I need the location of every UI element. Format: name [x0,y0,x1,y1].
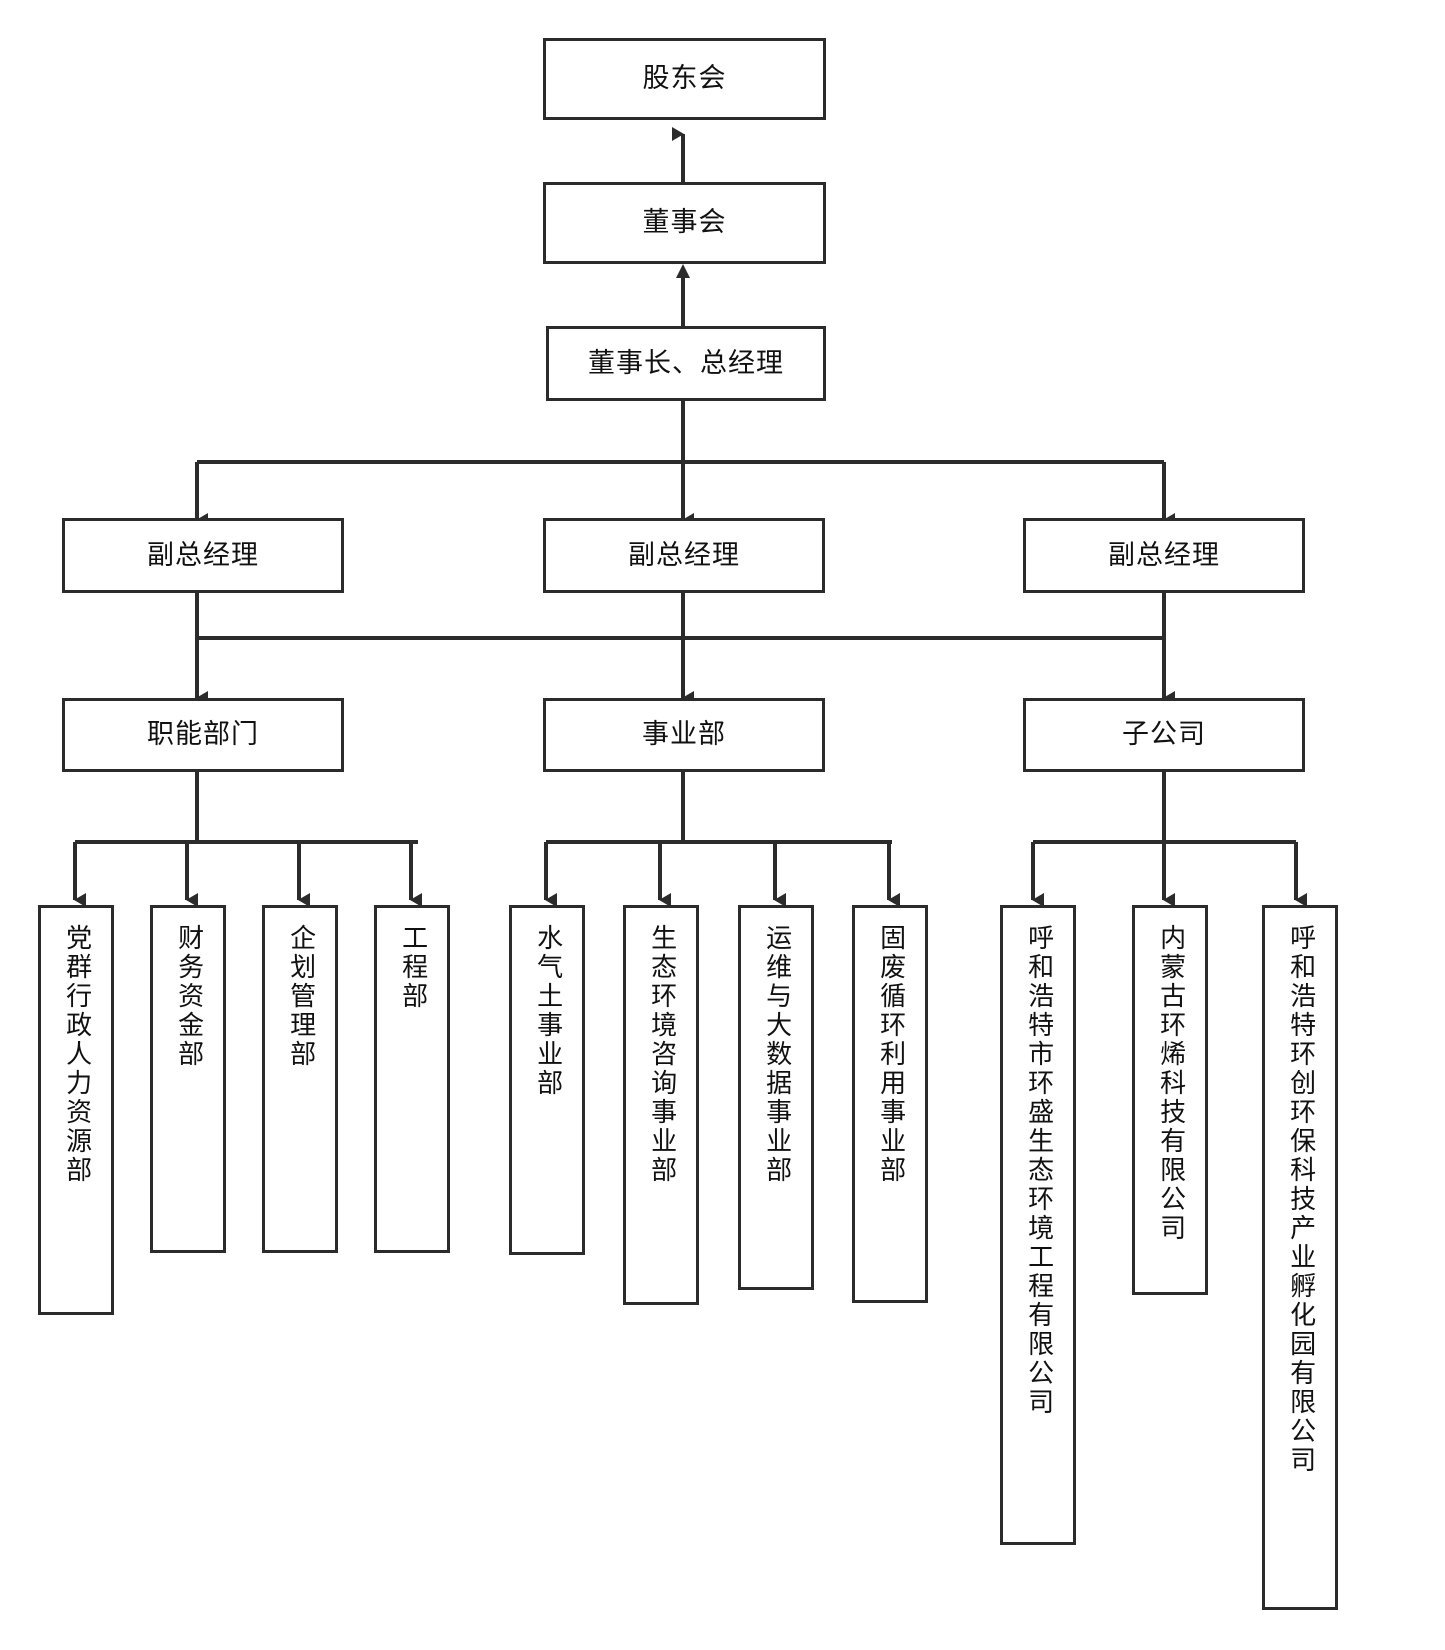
node-eco-environment-consulting-business-unit[interactable]: 生态环境咨询事业部 [623,905,699,1305]
node-label: 子公司 [1122,719,1206,751]
node-subsidiary-huanxi-technology[interactable]: 内蒙古环烯科技有限公司 [1132,905,1208,1295]
node-deputy-general-manager-2[interactable]: 副总经理 [543,518,825,593]
node-water-air-soil-business-unit[interactable]: 水气土事业部 [509,905,585,1255]
node-label: 工程部 [397,924,428,1011]
node-label: 呼和浩特环创环保科技产业孵化园有限公司 [1285,924,1316,1475]
node-label: 运维与大数据事业部 [761,924,792,1185]
node-label: 党群行政人力资源部 [61,924,92,1185]
node-subsidiary-huansheng-eco-environment-engineering[interactable]: 呼和浩特市环盛生态环境工程有限公司 [1000,905,1076,1545]
node-label: 副总经理 [1108,539,1220,571]
node-functional-departments[interactable]: 职能部门 [62,698,344,772]
node-subsidiary-huanchuang-environmental-incubator[interactable]: 呼和浩特环创环保科技产业孵化园有限公司 [1262,905,1338,1610]
node-label: 董事会 [642,207,727,239]
node-planning-management-department[interactable]: 企划管理部 [262,905,338,1253]
node-subsidiaries[interactable]: 子公司 [1023,698,1305,772]
node-label: 董事长、总经理 [588,347,784,379]
node-chairman-general-manager[interactable]: 董事长、总经理 [546,326,826,401]
node-engineering-department[interactable]: 工程部 [374,905,450,1253]
node-business-units[interactable]: 事业部 [543,698,825,772]
node-label: 呼和浩特市环盛生态环境工程有限公司 [1023,924,1054,1417]
node-shareholders[interactable]: 股东会 [543,38,826,120]
node-label: 生态环境咨询事业部 [646,924,677,1185]
node-deputy-general-manager-1[interactable]: 副总经理 [62,518,344,593]
node-deputy-general-manager-3[interactable]: 副总经理 [1023,518,1305,593]
node-label: 事业部 [642,719,726,751]
node-solid-waste-recycling-business-unit[interactable]: 固废循环利用事业部 [852,905,928,1303]
node-label: 股东会 [642,63,727,95]
node-board-of-directors[interactable]: 董事会 [543,182,826,264]
node-label: 企划管理部 [285,924,316,1069]
node-label: 水气土事业部 [532,924,563,1098]
node-label: 内蒙古环烯科技有限公司 [1155,924,1186,1243]
node-operations-bigdata-business-unit[interactable]: 运维与大数据事业部 [738,905,814,1290]
node-label: 固废循环利用事业部 [875,924,906,1185]
node-label: 副总经理 [628,539,740,571]
node-party-admin-hr-department[interactable]: 党群行政人力资源部 [38,905,114,1315]
node-finance-funds-department[interactable]: 财务资金部 [150,905,226,1253]
node-label: 财务资金部 [173,924,204,1069]
node-label: 副总经理 [147,539,259,571]
node-label: 职能部门 [147,719,259,751]
